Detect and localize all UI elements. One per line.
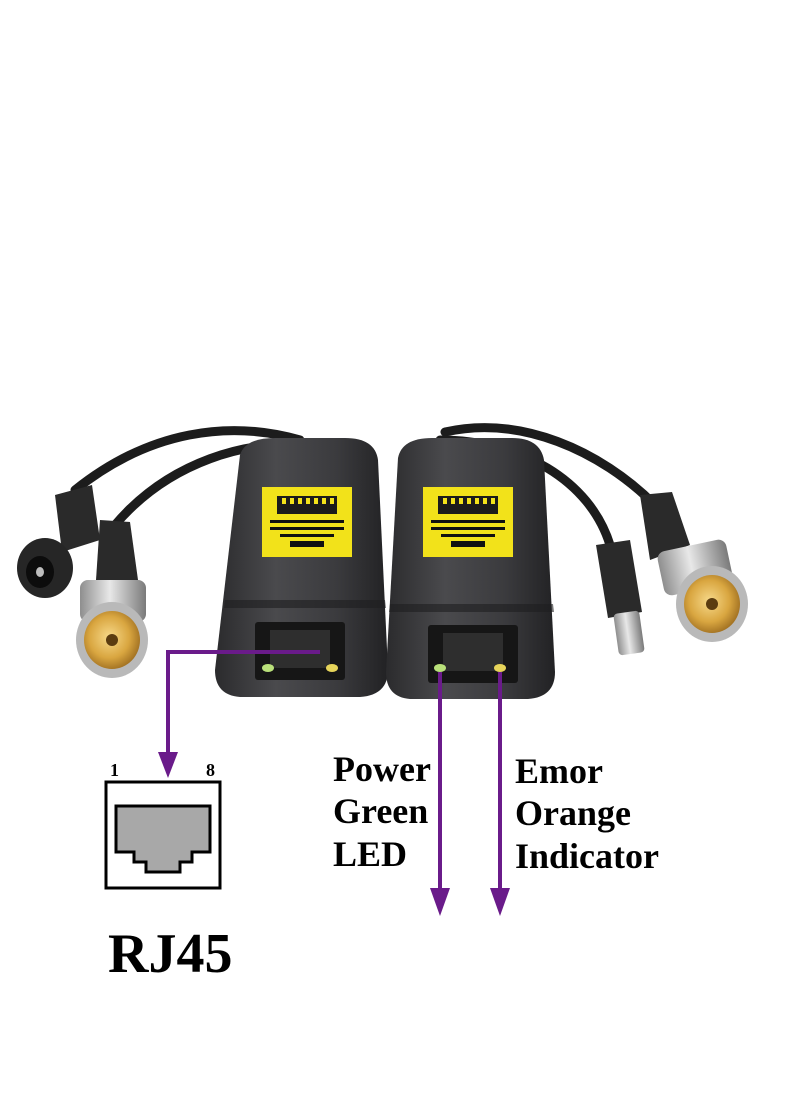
power-label-line: LED <box>333 833 408 874</box>
power-green-led-label: Power Green LED <box>333 748 431 875</box>
arrows <box>166 650 502 892</box>
emor-label-line: Orange <box>515 793 631 834</box>
emor-orange-indicator-label: Emor Orange Indicator <box>515 750 659 877</box>
bnc-connector-left <box>76 520 148 678</box>
power-label-line: Green <box>333 791 429 832</box>
rj45-title: RJ45 <box>108 923 233 985</box>
rj45-diagram <box>104 780 222 890</box>
dc-female-jack <box>17 485 100 598</box>
dc-male-plug <box>596 540 645 656</box>
emor-label-line: Indicator <box>515 835 659 876</box>
right-balun-module <box>386 438 555 699</box>
led-green-right <box>434 664 446 672</box>
led-orange-left <box>326 664 338 672</box>
led-green-left <box>262 664 274 672</box>
bnc-connector-right <box>640 492 748 642</box>
emor-label-line: Emor <box>515 751 603 791</box>
arrowheads <box>158 752 510 916</box>
led-orange-right <box>494 664 506 672</box>
pin-1-label: 1 <box>110 760 119 780</box>
power-label-line: Power <box>333 749 431 789</box>
pin-8-label: 8 <box>206 760 215 780</box>
left-balun-module <box>215 438 388 697</box>
